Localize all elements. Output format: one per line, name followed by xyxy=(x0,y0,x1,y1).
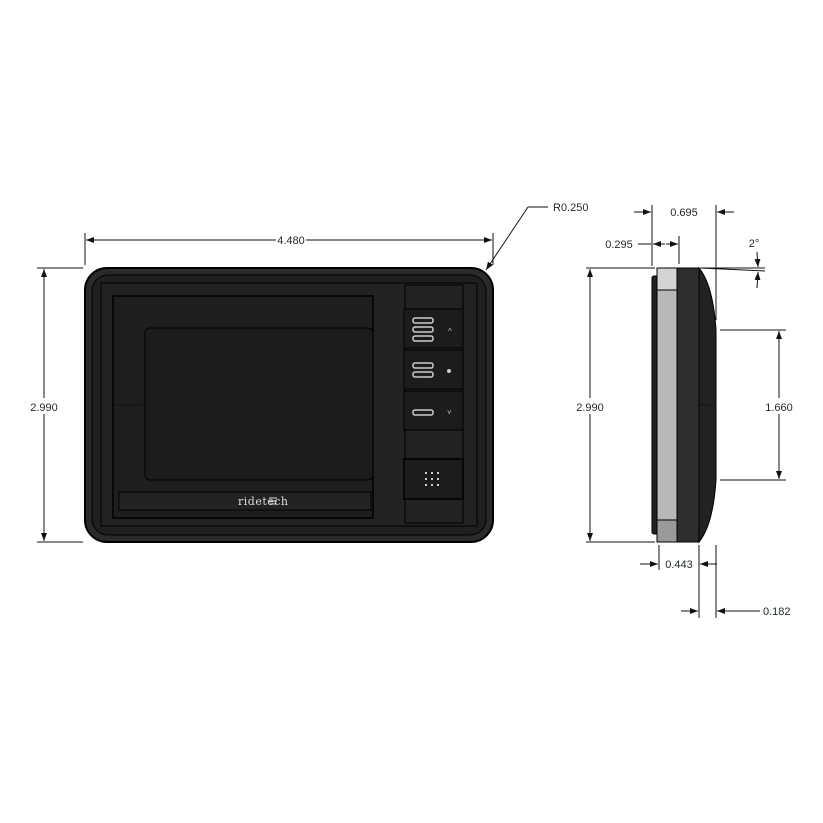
svg-text:4.480: 4.480 xyxy=(277,235,305,247)
overall-depth-dimension: 0.695 xyxy=(634,205,734,320)
svg-text:2.990: 2.990 xyxy=(576,402,604,414)
dot-icon xyxy=(447,369,451,373)
ridetech-logo: ridetech xyxy=(238,495,289,508)
width-dimension: 4.480 xyxy=(84,233,494,265)
button-down[interactable]: ˅ xyxy=(403,390,464,431)
svg-text:2°: 2° xyxy=(749,238,760,250)
chevron-down-icon: ˅ xyxy=(447,408,452,417)
height-dimension: 2.990 xyxy=(30,267,83,543)
face-depth-dimension: 0.295 xyxy=(605,236,680,264)
svg-text:0.443: 0.443 xyxy=(665,559,693,571)
radius-dimension: R0.250 xyxy=(485,202,588,271)
level-high-icon xyxy=(412,317,434,342)
keypad-icon xyxy=(425,472,439,486)
side-view: 0.695 0.295 2° 2.990 1.660 xyxy=(576,205,793,618)
front-view: ridetech ^ ˅ xyxy=(30,202,588,543)
keypad-button[interactable] xyxy=(403,458,464,500)
svg-text:R0.250: R0.250 xyxy=(553,202,588,214)
svg-text:0.182: 0.182 xyxy=(763,606,791,618)
housing-profile xyxy=(676,267,700,543)
side-height-dimension: 2.990 xyxy=(576,267,655,543)
angle-dimension: 2° xyxy=(699,238,766,289)
mount-height-dimension: 1.660 xyxy=(720,329,793,481)
button-up[interactable]: ^ xyxy=(403,308,464,349)
svg-text:1.660: 1.660 xyxy=(765,402,793,414)
svg-text:2.990: 2.990 xyxy=(30,402,58,414)
back-depth-dimension: 0.182 xyxy=(681,545,791,618)
face-profile xyxy=(656,267,678,543)
chevron-up-icon: ^ xyxy=(448,327,452,336)
svg-text:0.695: 0.695 xyxy=(670,207,698,219)
button-middle[interactable] xyxy=(403,349,464,390)
ridetech-logo-mark xyxy=(269,497,277,505)
display-screen xyxy=(144,327,374,481)
body-depth-dimension: 0.443 xyxy=(640,545,717,618)
svg-text:0.295: 0.295 xyxy=(605,239,633,251)
logo-strip xyxy=(118,491,372,511)
level-mid-icon xyxy=(412,362,434,378)
level-low-icon xyxy=(412,409,434,416)
